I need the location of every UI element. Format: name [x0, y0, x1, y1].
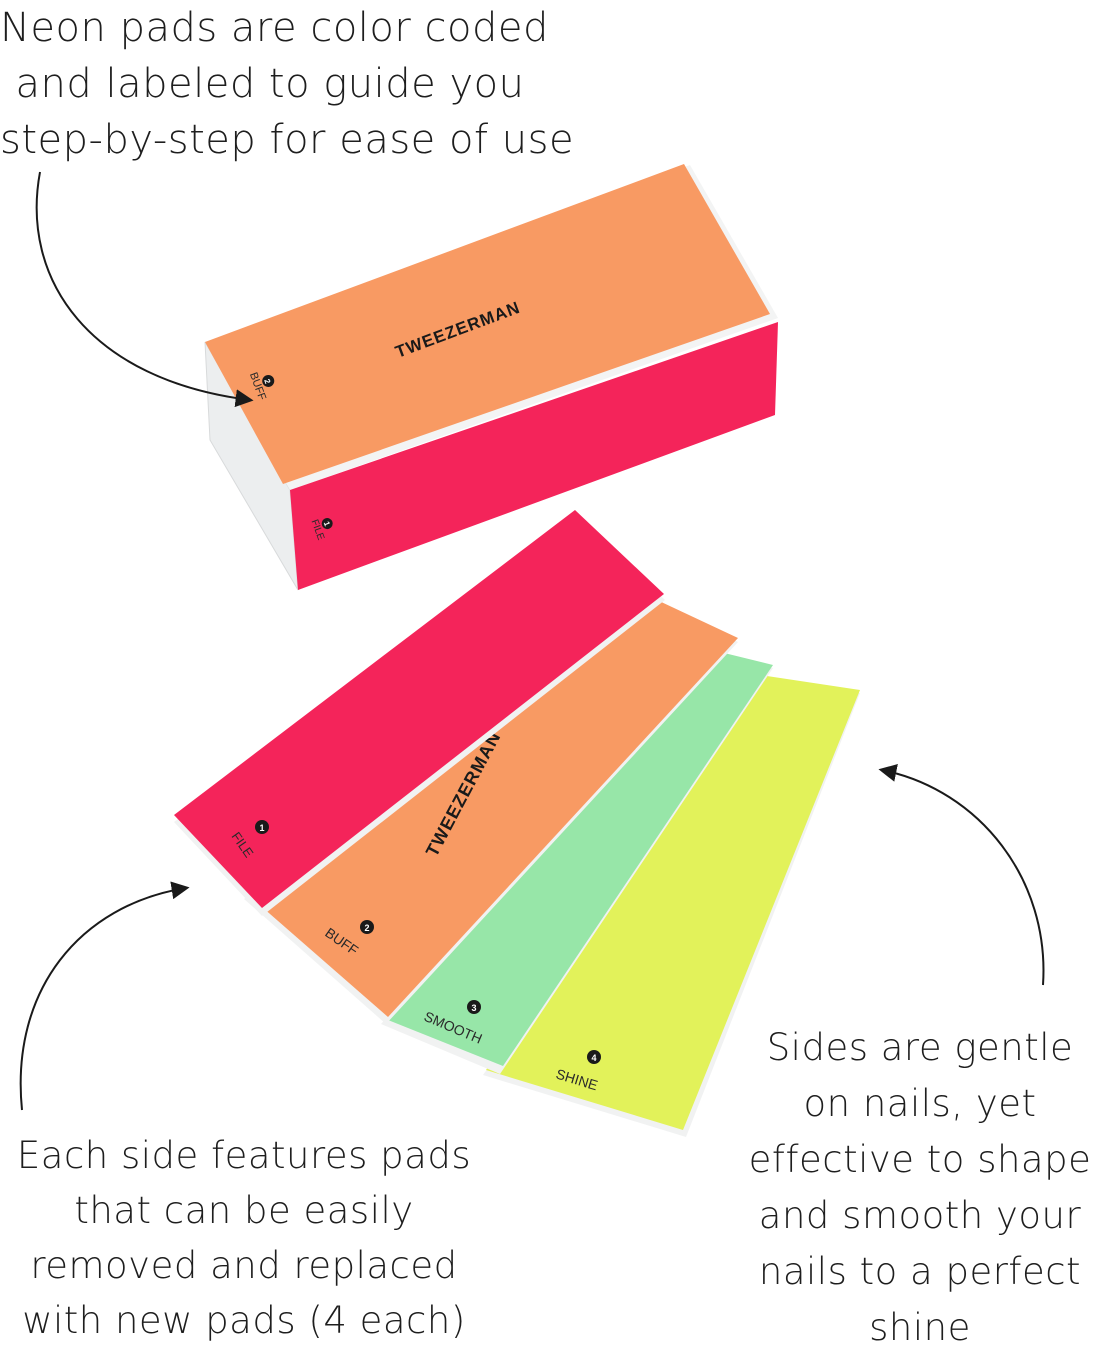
caption-line: shine	[869, 1306, 971, 1349]
step-number: 3	[471, 1003, 476, 1013]
step-badge-icon	[467, 1000, 481, 1014]
caption-line: that can be easily	[74, 1189, 414, 1232]
pad-surface	[246, 600, 738, 1017]
caption-replaceable-pads: Each side features pads that can be easi…	[4, 1128, 484, 1348]
pad-surface	[486, 675, 860, 1130]
block-file-face	[290, 322, 778, 590]
pad-shine: 4 SHINE	[483, 675, 860, 1137]
caption-line: with new pads (4 each)	[22, 1299, 466, 1342]
step-number: 4	[591, 1053, 596, 1063]
pad-smooth: 3 SMOOTH	[381, 650, 773, 1074]
step-badge-icon	[587, 1050, 601, 1064]
caption-line: Each side features pads	[16, 1134, 472, 1177]
caption-line: nails to a perfect	[758, 1250, 1082, 1293]
caption-line: effective to shape	[748, 1138, 1092, 1181]
pad-surface	[383, 650, 773, 1066]
pad-file: 1 FILE	[174, 510, 665, 916]
block-buff-face	[205, 164, 770, 484]
pad-buff: TWEEZERMAN 2 BUFF	[244, 600, 738, 1024]
caption-line: removed and replaced	[30, 1244, 458, 1287]
arrow-to-block-label	[35, 171, 254, 408]
caption-line: Neon pads are color coded	[0, 5, 549, 51]
step-number: 2	[262, 378, 272, 386]
caption-line: and smooth your	[758, 1194, 1082, 1237]
caption-line: on nails, yet	[803, 1082, 1037, 1125]
buffer-block: TWEEZERMAN 2 BUFF 1 FILE	[204, 164, 778, 591]
caption-color-coded: Neon pads are color coded and labeled to…	[0, 0, 575, 168]
step-badge-icon	[360, 920, 374, 934]
caption-line: step-by-step for ease of use	[0, 117, 575, 163]
step-number: 1	[259, 823, 264, 833]
caption-line: and labeled to guide you	[15, 61, 525, 107]
caption-line: Sides are gentle	[766, 1026, 1074, 1069]
step-badge-icon	[255, 820, 269, 834]
step-badge-icon	[321, 518, 333, 530]
step-number: 1	[322, 520, 332, 528]
caption-gentle-sides: Sides are gentle on nails, yet effective…	[745, 1020, 1094, 1356]
arrow-to-pads	[19, 881, 190, 1111]
step-badge-icon	[262, 374, 275, 387]
arrow-to-shine-pad	[878, 764, 1045, 986]
pad-fan: 4 SHINE 3 SMOOTH TWEEZERMAN 2 BUFF 1 FIL…	[174, 510, 860, 1137]
step-number: 2	[364, 923, 369, 933]
pad-surface	[174, 510, 664, 908]
